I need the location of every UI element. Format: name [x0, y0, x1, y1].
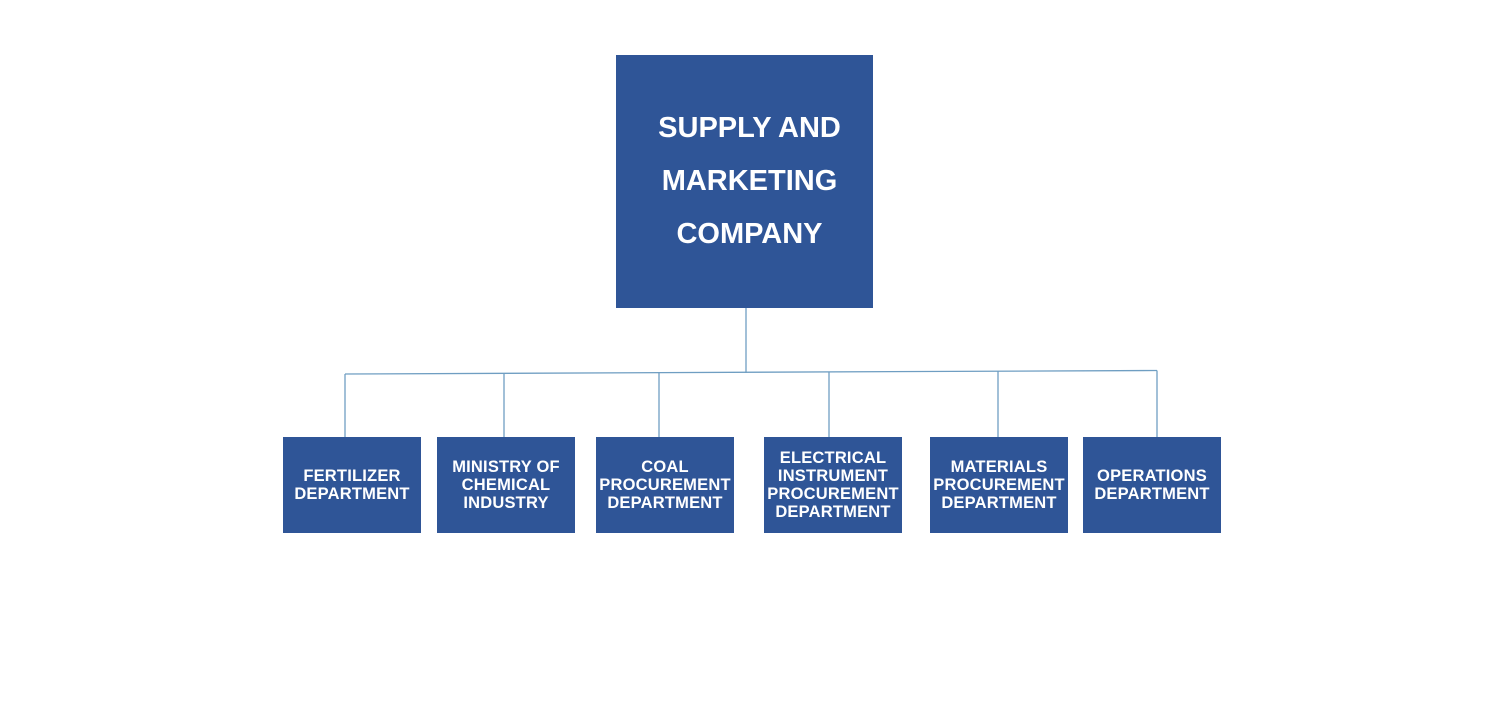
- node-label: ELECTRICAL INSTRUMENT PROCUREMENT DEPART…: [767, 449, 899, 521]
- node-ministry-of-chemical-industry: MINISTRY OF CHEMICAL INDUSTRY: [437, 437, 575, 533]
- node-label: MINISTRY OF CHEMICAL INDUSTRY: [452, 458, 560, 512]
- node-label: OPERATIONS DEPARTMENT: [1094, 467, 1210, 503]
- root-node-supply-and-marketing-company: SUPPLY AND MARKETING COMPANY: [616, 55, 873, 308]
- node-operations-department: OPERATIONS DEPARTMENT: [1083, 437, 1221, 533]
- root-node-label: SUPPLY AND MARKETING COMPANY: [658, 112, 841, 250]
- horizontal-bus-connector: [344, 369, 1158, 375]
- node-label: MATERIALS PROCUREMENT DEPARTMENT: [933, 458, 1065, 512]
- node-label: FERTILIZER DEPARTMENT: [294, 467, 410, 503]
- node-coal-procurement-department: COAL PROCUREMENT DEPARTMENT: [596, 437, 734, 533]
- node-materials-procurement-department: MATERIALS PROCUREMENT DEPARTMENT: [930, 437, 1068, 533]
- node-electrical-instrument-procurement-department: ELECTRICAL INSTRUMENT PROCUREMENT DEPART…: [764, 437, 902, 533]
- node-fertilizer-department: FERTILIZER DEPARTMENT: [283, 437, 421, 533]
- node-label: COAL PROCUREMENT DEPARTMENT: [599, 458, 731, 512]
